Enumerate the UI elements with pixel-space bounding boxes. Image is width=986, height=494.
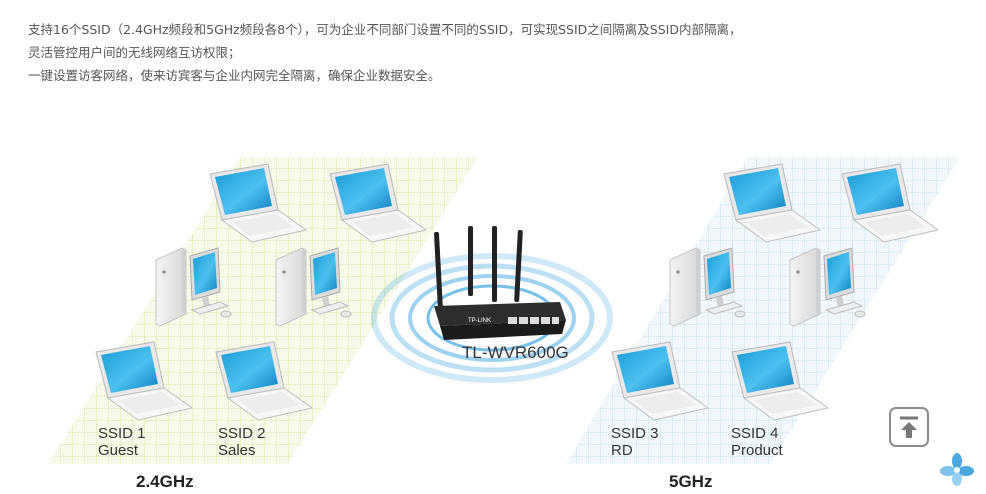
ssid-group: Sales	[218, 442, 256, 459]
ssid-name: SSID 4	[731, 425, 779, 442]
ssid-group: RD	[611, 442, 633, 459]
arrow-up-icon	[900, 416, 918, 438]
intro-line-2: 灵活管控用户间的无线网络互访权限；	[28, 45, 241, 60]
ssid-name: SSID 1	[98, 425, 146, 442]
intro-line-1: 支持16个SSID（2.4GHz频段和5GHz频段各8个），可为企业不同部门设置…	[28, 22, 742, 37]
router-image: TP-LINK	[434, 226, 566, 340]
floating-assistant-button[interactable]	[936, 449, 978, 489]
back-to-top-button[interactable]	[889, 407, 929, 447]
ssid-label: SSID 1 Guest	[98, 425, 146, 459]
ssid-group: Guest	[98, 442, 139, 459]
ssid-label: SSID 3 RD	[611, 425, 659, 459]
ssid-label: SSID 4 Product	[731, 425, 783, 459]
ssid-name: SSID 2	[218, 425, 266, 442]
ssid-name: SSID 3	[611, 425, 659, 442]
ssid-label: SSID 2 Sales	[218, 425, 266, 459]
router-brand-text: TP-LINK	[468, 318, 491, 324]
band-label-5ghz: 5GHz	[669, 472, 713, 491]
intro-line-3: 一键设置访客网络，使来访宾客与企业内网完全隔离，确保企业数据安全。	[28, 68, 441, 83]
band-label-2-4ghz: 2.4GHz	[136, 472, 194, 491]
intro-text: 支持16个SSID（2.4GHz频段和5GHz频段各8个），可为企业不同部门设置…	[28, 18, 928, 87]
ssid-group: Product	[731, 442, 783, 459]
router-model-label: TL-WVR600G	[462, 343, 569, 362]
flower-icon	[936, 449, 978, 489]
